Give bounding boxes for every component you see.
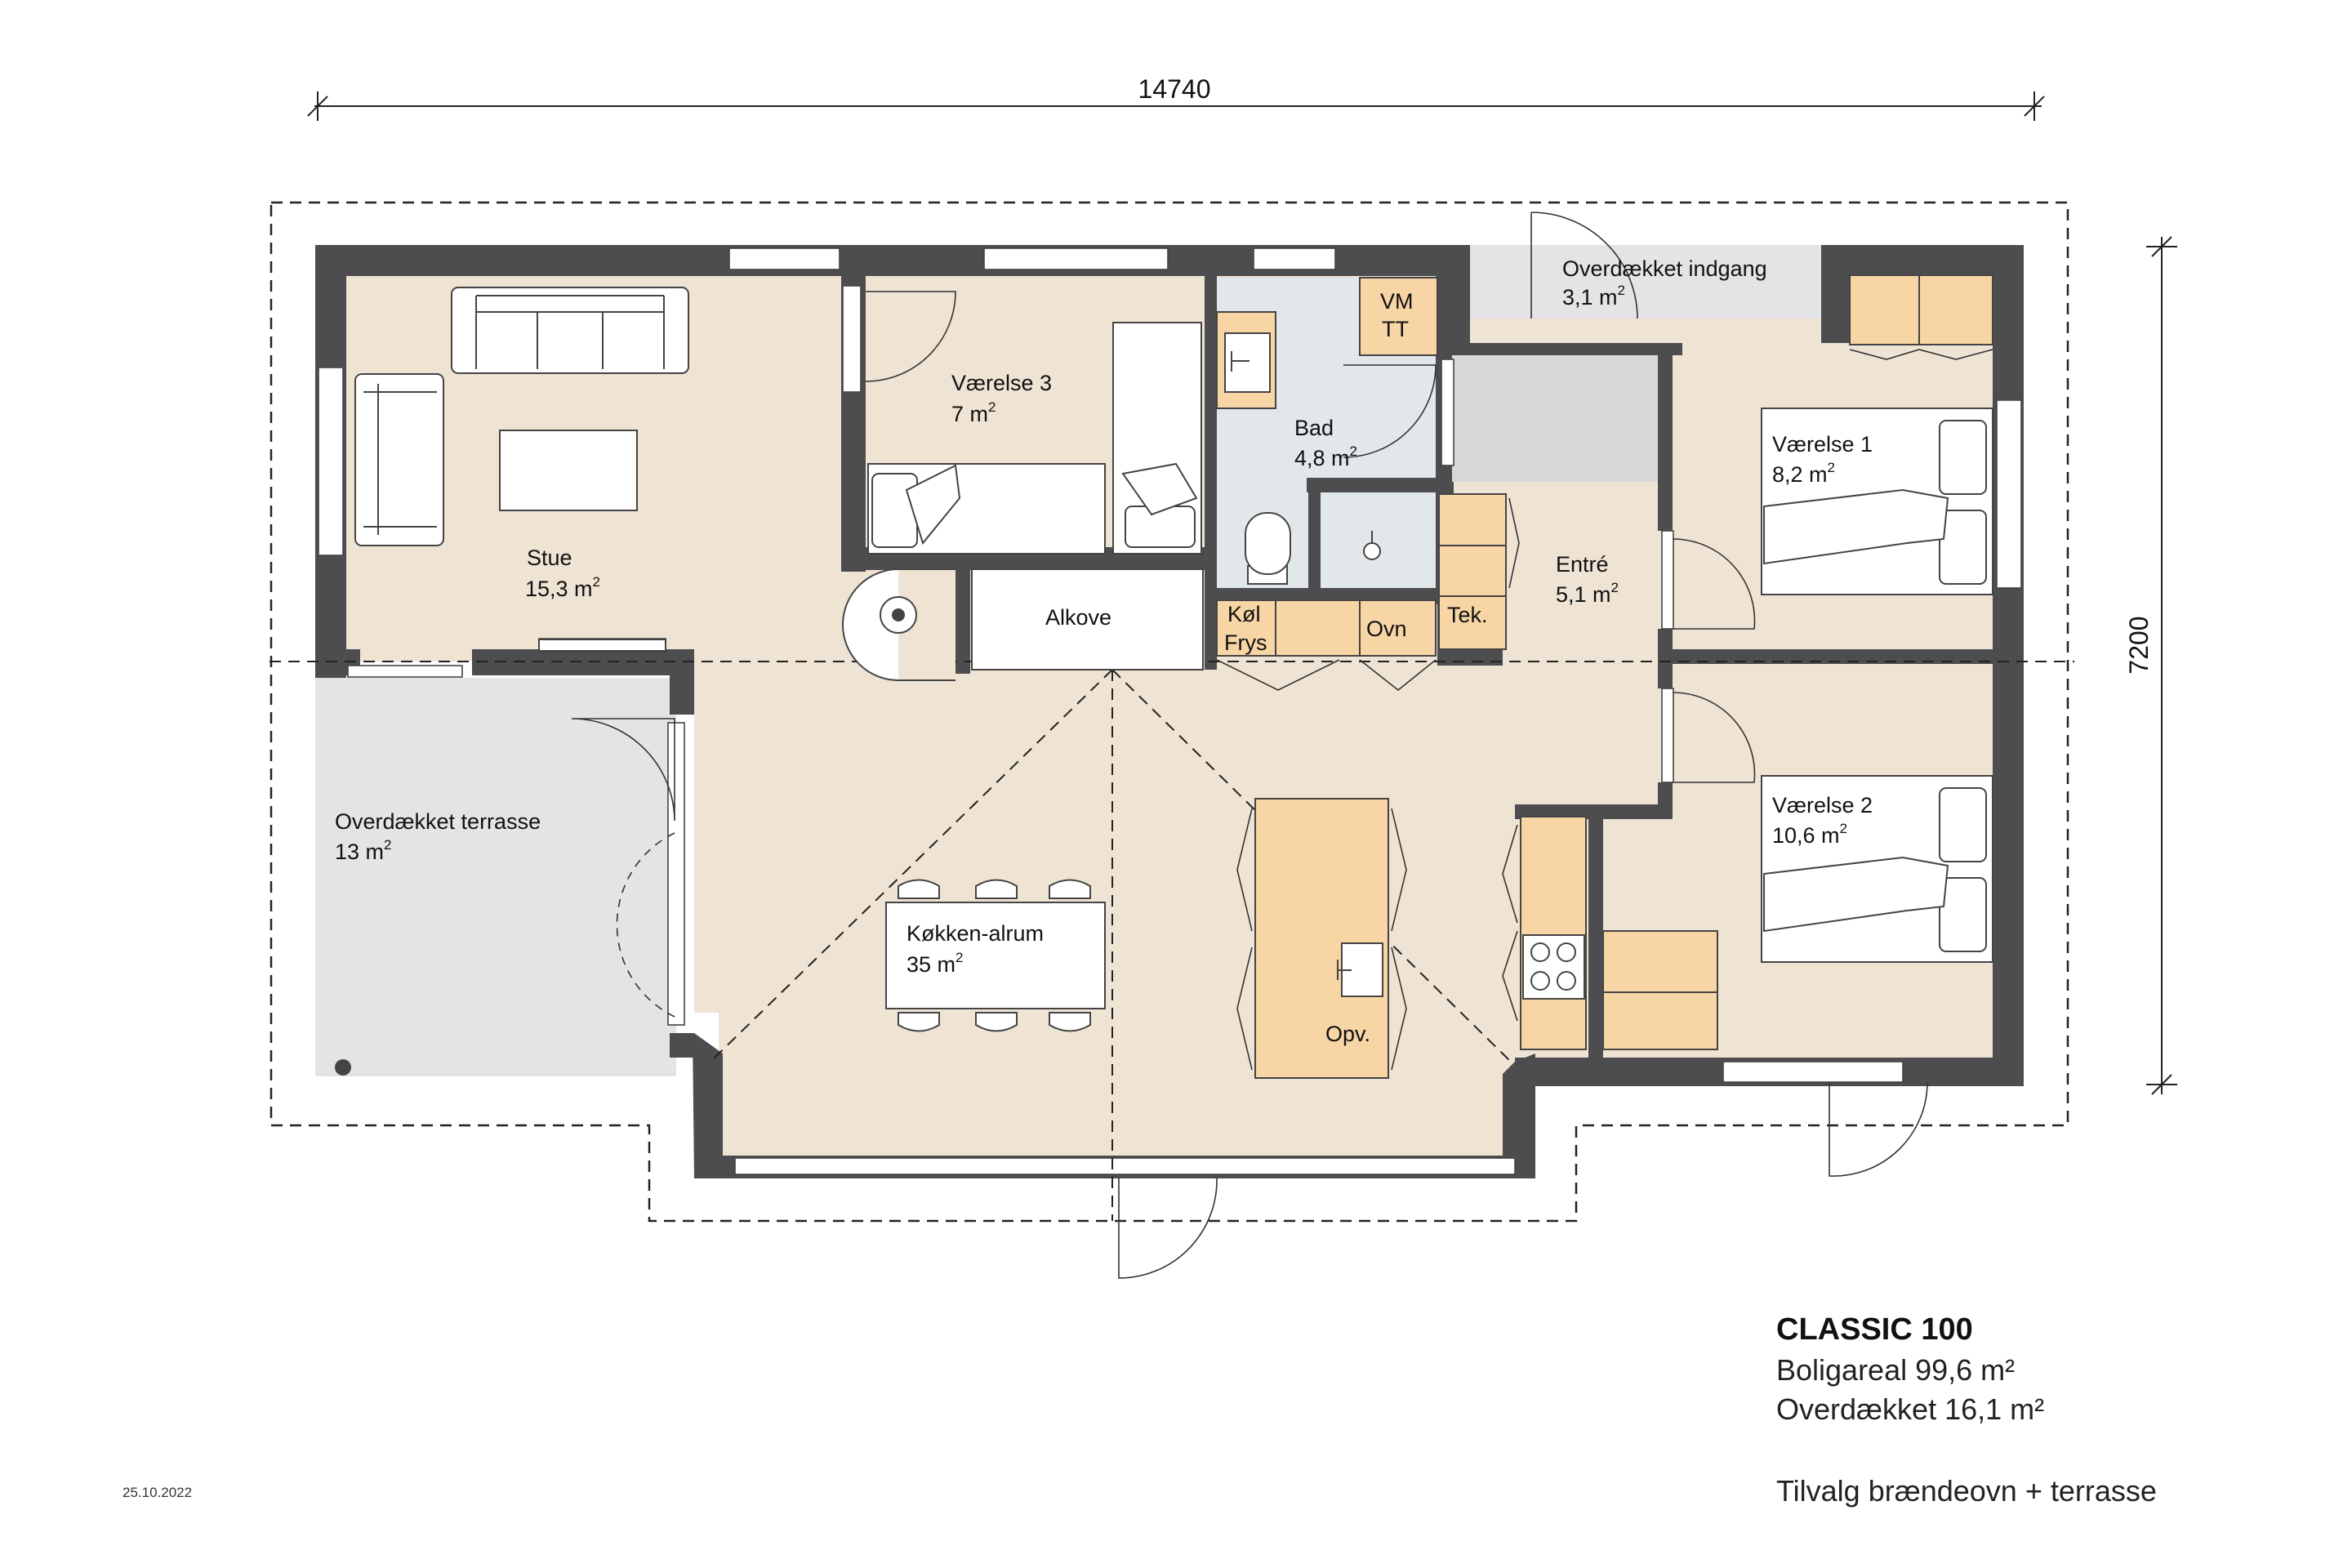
koel-label: Køl <box>1227 602 1261 626</box>
alkove-name: Alkove <box>1045 605 1111 630</box>
vaerelse2-area: 10,6 m2 <box>1772 821 1847 848</box>
sink-icon <box>1337 942 1383 997</box>
terrasse-area: 13 m2 <box>335 837 392 864</box>
width-dimension: 14740 <box>307 74 2045 121</box>
overdaekket: Overdækket 16,1 m² <box>1776 1392 2044 1426</box>
coffee-table-icon <box>499 430 638 511</box>
kitchen-counter <box>1520 816 1587 1050</box>
depth-label: 7200 <box>2124 616 2154 674</box>
width-label: 14740 <box>1138 74 1211 104</box>
hob-icon <box>1522 934 1585 1000</box>
fixture-labels: VM TT Tek. Køl Frys Ovn Opv. <box>1224 289 1488 1046</box>
oven <box>1359 599 1437 657</box>
indgang-area: 3,1 m2 <box>1562 283 1625 310</box>
koekken-area: 35 m2 <box>906 950 964 977</box>
vaerelse2-name: Værelse 2 <box>1772 793 1873 817</box>
downpipe-icon <box>335 1059 351 1076</box>
shower-drain-icon <box>1363 531 1381 560</box>
windows <box>318 247 2022 1175</box>
date-label: 25.10.2022 <box>122 1485 192 1500</box>
koekken-name: Køkken-alrum <box>906 921 1044 946</box>
kitchen-island <box>1254 798 1389 1079</box>
armchair-icon <box>354 373 444 546</box>
washer-dryer <box>1359 277 1438 356</box>
entre-name: Entré <box>1556 552 1609 577</box>
indgang-name: Overdækket indgang <box>1562 256 1767 281</box>
double-bed-icon <box>1761 775 1993 963</box>
vm-label: VM <box>1380 289 1414 314</box>
entre-area: 5,1 m2 <box>1556 580 1619 607</box>
frys-label: Frys <box>1224 630 1267 655</box>
opv-label: Opv. <box>1325 1022 1370 1046</box>
toilet-icon <box>1245 512 1291 585</box>
dining-table-icon <box>885 879 1106 1032</box>
tt-label: TT <box>1382 317 1409 341</box>
vaerelse3-name: Værelse 3 <box>951 371 1052 395</box>
tv-bench-icon <box>538 639 666 652</box>
furniture <box>335 274 1993 1079</box>
desk <box>1602 930 1718 1050</box>
depth-dimension: 7200 <box>2124 236 2177 1095</box>
wood-stove-icon <box>842 568 956 681</box>
wardrobe <box>1849 274 1993 345</box>
boligareal: Boligareal 99,6 m² <box>1776 1353 2015 1387</box>
double-bed-icon <box>1761 408 1993 595</box>
terrasse-name: Overdækket terrasse <box>335 809 541 834</box>
roof-outline <box>270 201 2069 1223</box>
room-labels: Stue 15,3 m2 Værelse 3 7 m2 Bad 4,8 m2 O… <box>335 256 1873 977</box>
info-block: CLASSIC 100 Boligareal 99,6 m² Overdække… <box>1776 1312 2157 1508</box>
vaerelse3-area: 7 m2 <box>951 399 996 426</box>
bad-area: 4,8 m2 <box>1294 443 1357 470</box>
tek-label: Tek. <box>1447 603 1488 627</box>
stue-area: 15,3 m2 <box>525 574 600 601</box>
doors <box>571 212 1928 1279</box>
sofa-icon <box>451 287 689 374</box>
stue-name: Stue <box>527 546 572 570</box>
vaerelse1-name: Værelse 1 <box>1772 432 1873 457</box>
bad-name: Bad <box>1294 416 1334 440</box>
plan-title: CLASSIC 100 <box>1776 1312 1973 1347</box>
vaerelse1-area: 8,2 m2 <box>1772 460 1835 487</box>
alkove-box <box>971 568 1204 670</box>
ovn-label: Ovn <box>1366 617 1407 641</box>
tilvalg: Tilvalg brændeovn + terrasse <box>1776 1474 2157 1508</box>
tech-cabinet <box>1438 493 1507 650</box>
fridge-freezer <box>1216 599 1361 657</box>
